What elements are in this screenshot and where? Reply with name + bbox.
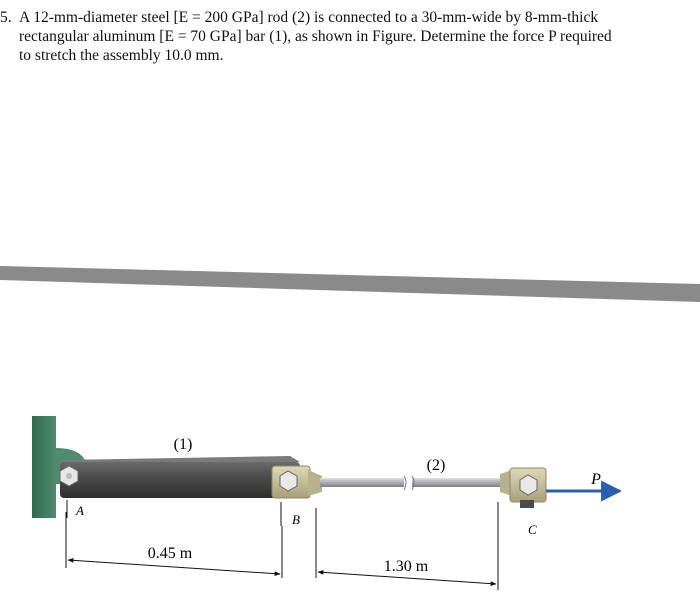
dim-label-rod-2: 1.30 m <box>384 558 429 575</box>
divider-band <box>0 266 700 302</box>
problem-line-1: 5. A 12-mm-diameter steel [E = 200 GPa] r… <box>0 8 690 27</box>
label-force-p: P <box>590 471 601 488</box>
problem-text-line-1: A 12-mm-diameter steel [E = 200 GPa] rod… <box>19 9 599 26</box>
problem-number: 5. <box>0 9 12 26</box>
dimension-rod-2: 1.30 m <box>315 502 499 590</box>
label-bar-1: (1) <box>174 436 193 453</box>
steel-rod-2 <box>320 475 504 491</box>
clevis-c <box>500 467 547 508</box>
label-rod-2: (2) <box>427 457 446 474</box>
label-point-a: A <box>75 503 84 518</box>
section-divider <box>0 266 700 302</box>
dim-label-bar-1: 0.45 m <box>148 545 193 562</box>
clevis-b <box>271 465 322 499</box>
problem-statement: 5. A 12-mm-diameter steel [E = 200 GPa] r… <box>0 8 690 65</box>
assembly-figure: (1) (2) P A B C 0.45 m 1.30 m <box>32 416 623 590</box>
problem-line-3: to stretch the assembly 10.0 mm. <box>19 47 224 64</box>
dimension-bar-1: 0.45 m <box>65 512 283 578</box>
label-point-b: B <box>292 512 300 527</box>
pin-a-icon <box>59 465 79 487</box>
problem-line-2: rectangular aluminum [E = 70 GPa] bar (1… <box>19 28 612 45</box>
aluminum-bar-1 <box>60 456 300 498</box>
label-point-c: C <box>528 522 537 537</box>
